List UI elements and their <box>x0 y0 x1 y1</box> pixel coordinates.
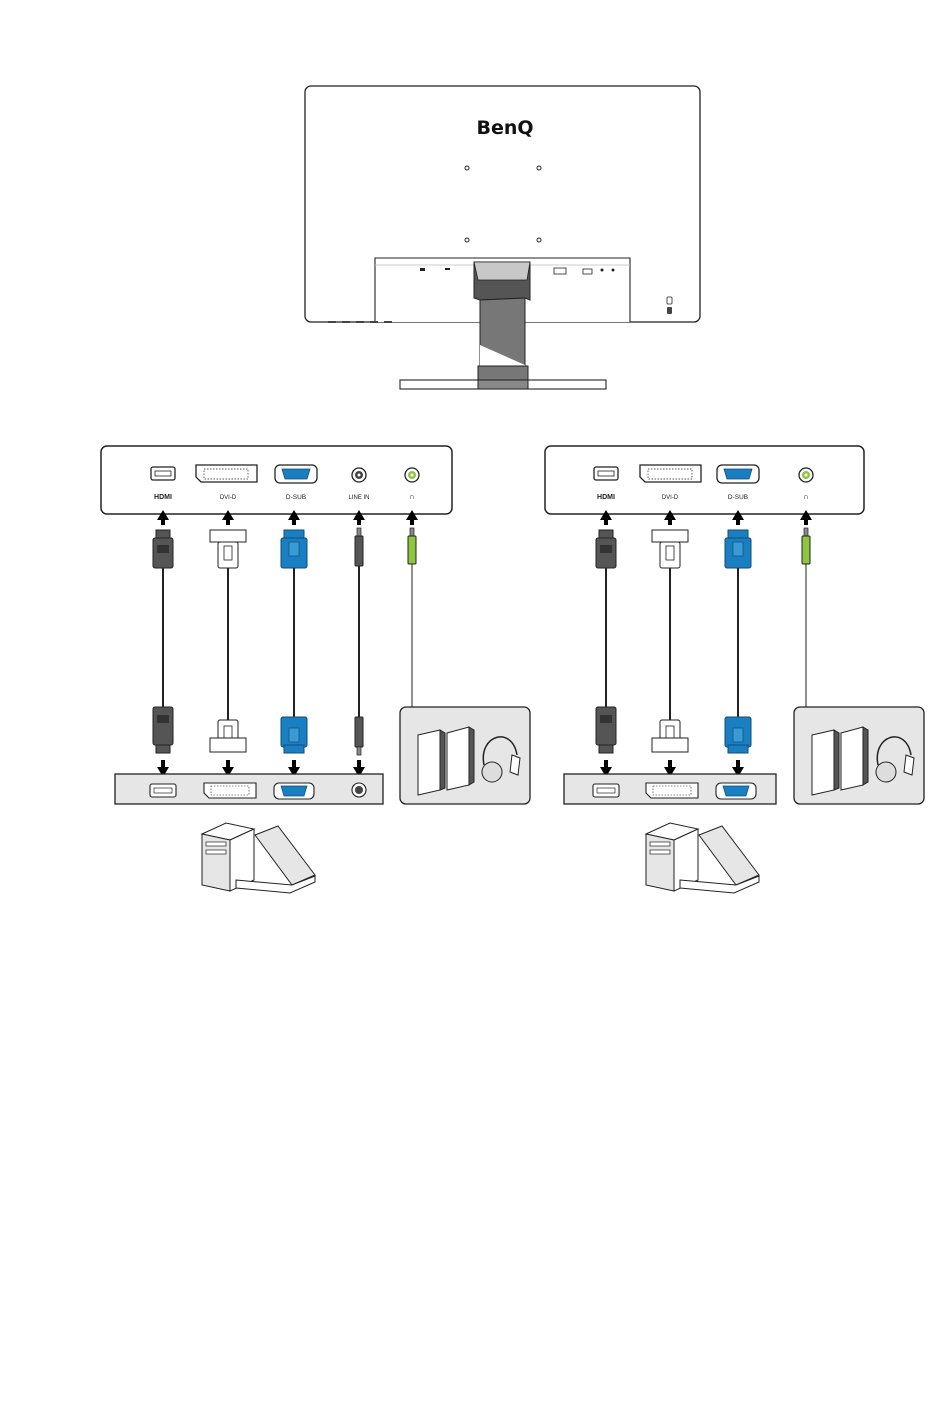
cable-hdmi <box>596 530 616 753</box>
port-dvi <box>196 465 257 482</box>
monitor-back-view: BenQ <box>305 86 700 389</box>
port-headphone <box>799 468 813 482</box>
pc-io-panel <box>115 774 383 804</box>
pc-io-panel <box>564 774 776 804</box>
port-label-dsub: D-SUB <box>286 494 306 501</box>
computer-icon <box>646 823 759 893</box>
cable-hdmi <box>153 530 173 753</box>
diagram-right: HDMI DVI-D D-SUB ∩ <box>545 446 924 893</box>
port-label-headphone: ∩ <box>803 492 809 501</box>
port-dvi <box>640 465 701 482</box>
port-label-dsub: D-SUB <box>728 494 748 501</box>
port-label-headphone: ∩ <box>409 492 415 501</box>
cable-dsub <box>281 530 307 753</box>
port-headphone <box>405 468 419 482</box>
port-hdmi <box>594 467 618 480</box>
port-label-dvi: DVI-D <box>662 495 679 501</box>
diagram-left: HDMI DVI-D D-SUB LINE IN ∩ <box>101 446 530 893</box>
monitor-io-panel <box>545 446 864 514</box>
port-label-hdmi: HDMI <box>597 494 615 501</box>
port-label-line-in: LINE IN <box>348 495 369 501</box>
port-dsub <box>275 465 317 483</box>
cable-headphone <box>408 528 416 707</box>
computer-icon <box>202 823 315 893</box>
benq-logo: BenQ <box>476 117 533 139</box>
speakers-headphones <box>400 707 530 804</box>
cable-dvi <box>210 530 246 752</box>
speakers-headphones <box>794 707 924 804</box>
port-label-hdmi: HDMI <box>154 494 172 501</box>
cable-dsub <box>725 530 751 753</box>
port-label-dvi: DVI-D <box>220 495 237 501</box>
cable-headphone <box>802 528 810 707</box>
port-dsub <box>717 465 759 483</box>
port-line-in <box>352 468 366 482</box>
port-hdmi <box>151 467 175 480</box>
cable-line-in <box>355 528 363 755</box>
cable-dvi <box>652 530 688 752</box>
